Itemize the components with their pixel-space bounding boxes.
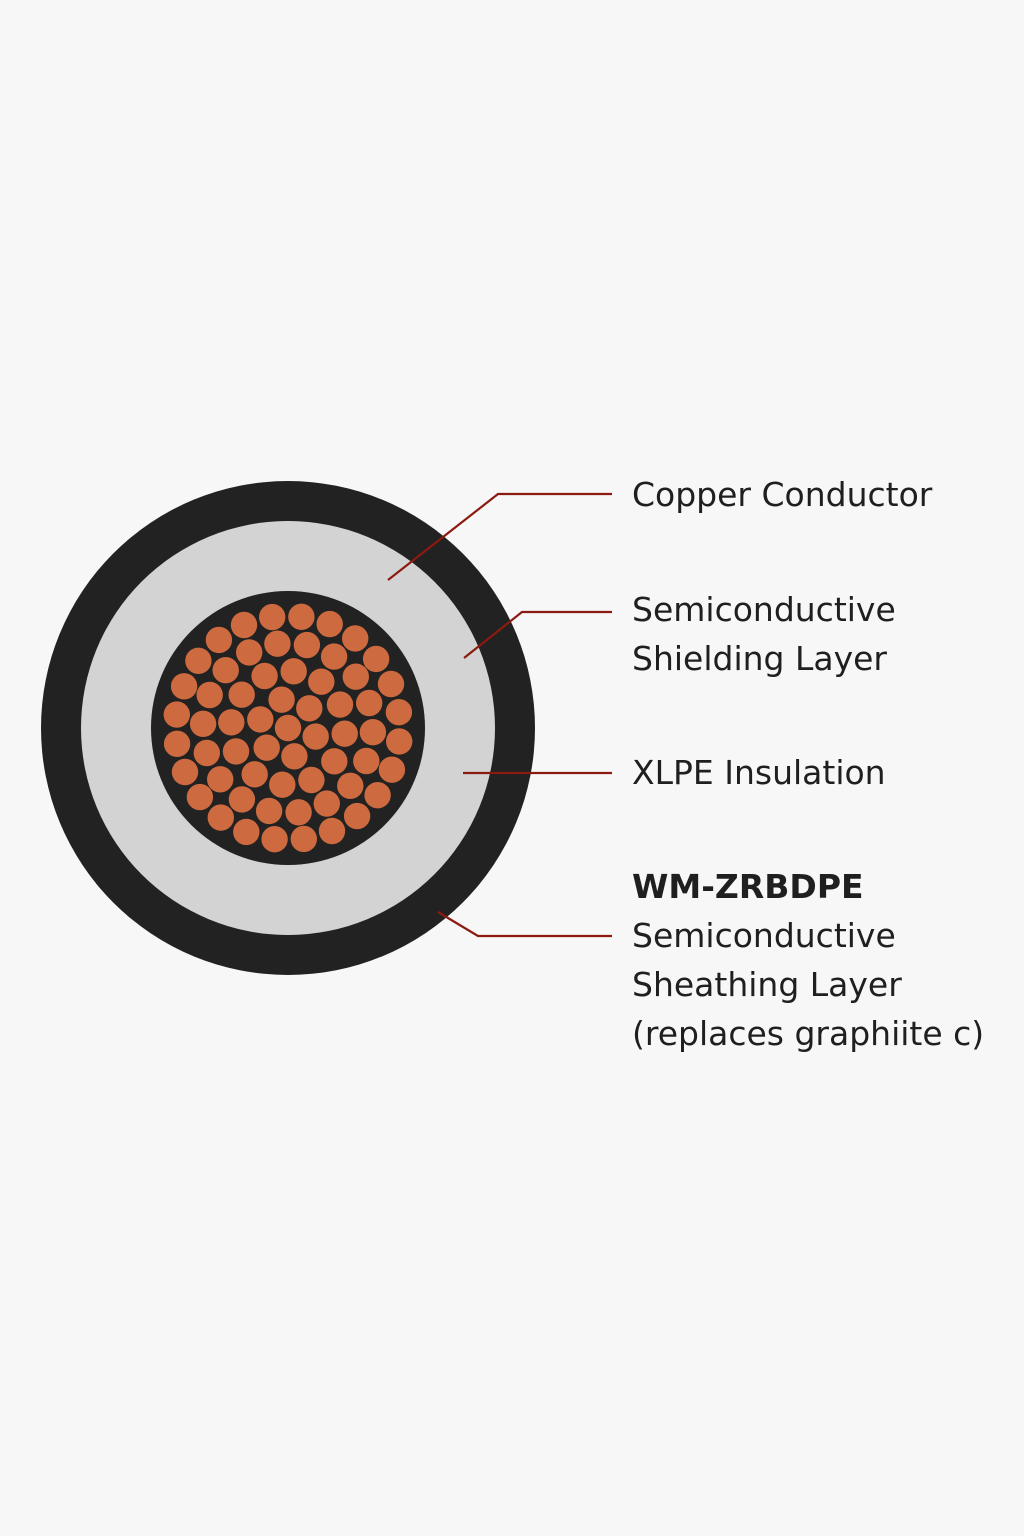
copper-strand <box>236 639 263 666</box>
copper-strand <box>196 681 223 709</box>
leader-line-copper-conductor <box>387 492 612 581</box>
copper-strand <box>251 662 278 690</box>
label-sheath-model: WM-ZRBDPE <box>632 867 864 906</box>
copper-strand <box>331 720 358 747</box>
copper-strand <box>185 647 212 674</box>
copper-strand <box>259 603 286 631</box>
copper-strand <box>362 645 390 673</box>
label-shielding-line-2: Shielding Layer <box>632 639 887 678</box>
copper-strand <box>186 783 214 811</box>
label-sheath-line-1: Semiconductive <box>632 916 896 955</box>
copper-strand <box>302 723 329 750</box>
copper-strand <box>207 766 234 793</box>
copper-strand <box>337 772 364 799</box>
leader-line-sheathing-layer <box>437 911 612 938</box>
copper-strand <box>241 761 268 788</box>
copper-strand <box>205 626 233 654</box>
copper-strand <box>207 804 234 831</box>
copper-strand <box>385 699 413 726</box>
copper-strand <box>343 802 371 830</box>
copper-strand <box>230 611 258 639</box>
copper-strand <box>296 695 323 722</box>
copper-strand <box>170 673 198 700</box>
copper-strand <box>386 728 413 755</box>
copper-strand <box>228 786 256 813</box>
copper-strand <box>228 681 255 708</box>
label-shielding-layer: Semiconductive Shielding Layer <box>632 585 896 683</box>
copper-strand <box>247 706 274 733</box>
copper-strand <box>378 756 406 783</box>
copper-strand <box>342 663 369 690</box>
copper-strand <box>321 748 348 775</box>
copper-strand <box>222 738 250 765</box>
copper-strand <box>313 790 340 817</box>
label-xlpe-insulation: XLPE Insulation <box>632 748 886 797</box>
copper-strand <box>364 782 391 809</box>
copper-strand <box>377 670 405 698</box>
label-copper-conductor-text: Copper Conductor <box>632 475 933 514</box>
copper-strand <box>264 630 291 657</box>
leader-lines <box>387 492 612 938</box>
copper-strand <box>353 747 380 775</box>
copper-strand <box>163 701 190 728</box>
label-sheath-line-3: (replaces graphiite c) <box>632 1014 985 1053</box>
copper-strand <box>274 714 302 742</box>
copper-strand <box>193 739 220 767</box>
copper-strand <box>288 603 315 630</box>
copper-strand <box>233 818 260 846</box>
copper-strand <box>293 631 321 659</box>
copper-strand <box>218 709 245 736</box>
copper-strand <box>268 686 295 713</box>
leader-line-shielding-layer <box>463 610 612 659</box>
label-sheathing-layer: WM-ZRBDPE Semiconductive Sheathing Layer… <box>632 862 984 1058</box>
copper-strand <box>171 758 199 786</box>
copper-strand <box>308 668 335 695</box>
copper-strand <box>326 691 354 718</box>
copper-strand <box>316 610 343 638</box>
copper-strand <box>359 719 387 746</box>
copper-strand <box>318 817 346 845</box>
copper-strand <box>356 689 383 717</box>
copper-strand <box>189 710 217 737</box>
copper-strand <box>255 797 283 825</box>
copper-strand <box>163 730 191 757</box>
copper-strand <box>342 625 369 652</box>
copper-strand <box>261 826 288 853</box>
copper-strand <box>253 734 280 761</box>
copper-strand <box>280 658 307 685</box>
copper-strand <box>298 766 325 794</box>
label-shielding-line-1: Semiconductive <box>632 590 896 629</box>
copper-strand <box>290 825 317 853</box>
copper-strands <box>163 603 413 853</box>
label-sheath-line-2: Sheathing Layer <box>632 965 902 1004</box>
label-copper-conductor: Copper Conductor <box>632 470 932 519</box>
copper-strand <box>281 743 308 770</box>
copper-strand <box>269 771 296 798</box>
label-xlpe-text: XLPE Insulation <box>632 753 886 792</box>
copper-strand <box>320 643 348 670</box>
copper-strand <box>285 799 312 826</box>
copper-strand <box>212 657 239 684</box>
